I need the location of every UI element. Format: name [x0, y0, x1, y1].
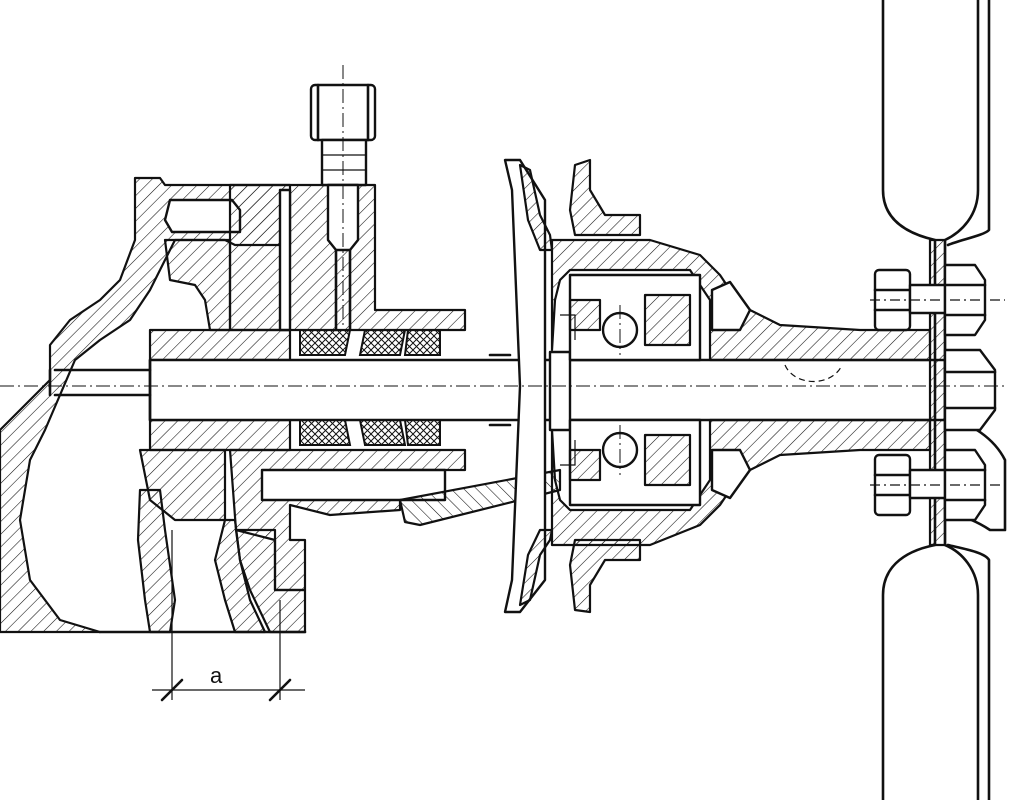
- dimension-a: a: [152, 530, 305, 702]
- bearing-housing: [228, 183, 562, 592]
- dimension-label: a: [210, 663, 223, 688]
- fan-bolts: [870, 263, 1005, 522]
- drive-pulley: [503, 158, 642, 614]
- ball-bearings: [560, 273, 702, 507]
- pulley-hub: [550, 238, 932, 547]
- pump-shaft: [48, 350, 947, 432]
- shaft-seals: [299, 329, 441, 446]
